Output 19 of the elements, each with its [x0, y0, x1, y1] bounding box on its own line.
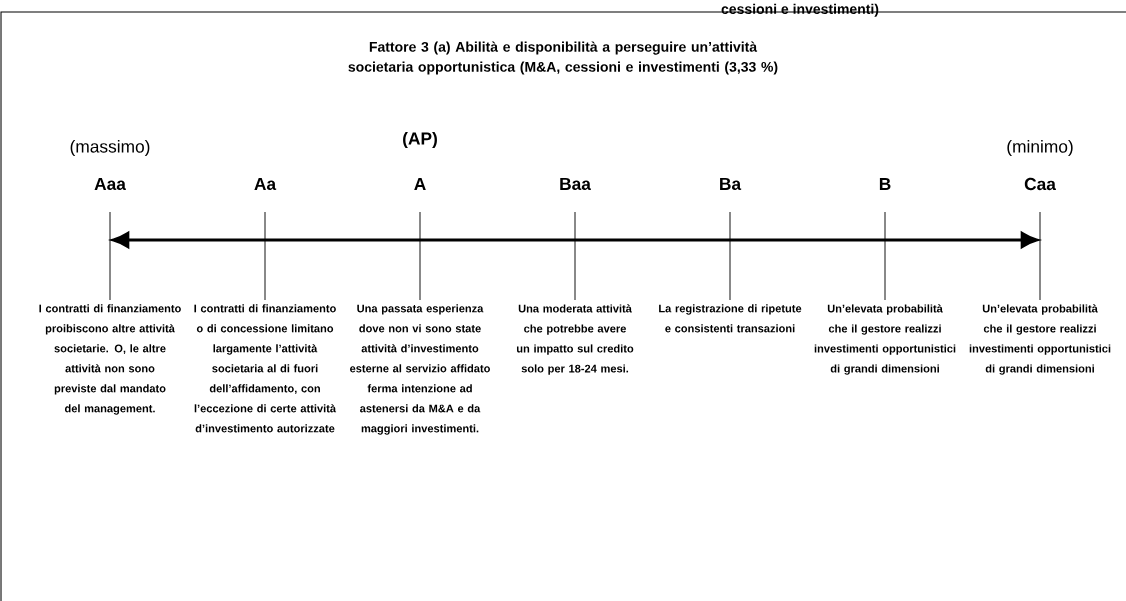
- grade-label: B: [879, 178, 891, 190]
- heading-fragment: cessioni e investimenti): [721, 3, 879, 17]
- description-text: Un’elevata probabilità che il gestore realizzi investimenti opportunistici di grandi dimensioni: [814, 304, 956, 375]
- grade-label: Caa: [1024, 177, 1056, 191]
- scale-note: (minimo): [1007, 139, 1073, 157]
- grade-label: Baa: [560, 177, 591, 191]
- description-text: Una moderata attività che potrebbe avere un impatto sul credito solo per 18-24 mesi.: [517, 304, 634, 375]
- grade-label: Ba: [720, 177, 742, 191]
- title: Fattore 3 (a) Abilità e disponibilità a perseguire un’attività societaria opportunistica (M&A, cessioni e investimenti (3,33 %): [348, 41, 778, 75]
- grade-label: Aaa: [94, 177, 126, 191]
- scale-note: (massimo): [70, 139, 150, 157]
- grade-label: A: [414, 178, 426, 190]
- scale-note: (AP): [403, 131, 437, 149]
- grade-label: Aa: [254, 177, 277, 191]
- description-text: Una passata esperienza dove non vi sono state attività d’investimento esterne al servizio affidato ferma intenzione ad astenersi da M&A e da maggiori investimenti.: [350, 304, 490, 435]
- description-text: I contratti di finanziamento proibiscono altre attività societarie. O, le altre attività non sono previste dal mandato del management.: [39, 304, 181, 415]
- description-text: La registrazione di ripetute e consistenti transazioni: [659, 304, 802, 333]
- description-text: I contratti di finanziamento o di concessione limitano largamente l’attività societaria al di fuori dell’affidamento, con l’eccezione di certe attività d’investimento autorizzate: [194, 304, 337, 433]
- description-text: Un’elevata probabilità che il gestore realizzi investimenti opportunistici di grandi dimensioni: [969, 304, 1111, 375]
